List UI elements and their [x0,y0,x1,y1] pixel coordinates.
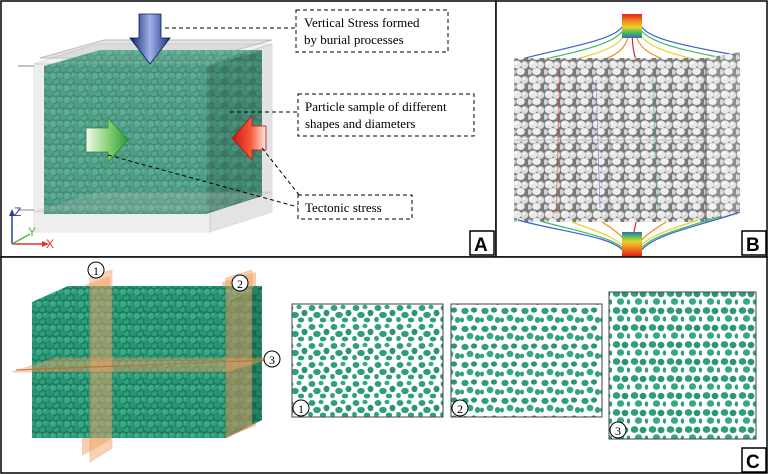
vertical-stress-arrow [129,13,171,65]
tectonic-stress-arrow-left [85,116,129,164]
axis-label-y: Y [28,225,36,239]
callout-box-tectonic-stress [297,194,413,220]
slice-1-label: 1 [298,402,304,416]
slice-2-label: 2 [457,402,463,416]
slice-3-marker [609,421,627,439]
plane-marker-2-label: 2 [237,277,243,291]
slice-3-label: 3 [615,424,621,438]
callout-particle-sample-line2: shapes and diameters [305,116,415,131]
callout-box-particle-sample [297,93,475,137]
plane-marker-1-label: 1 [93,264,99,278]
particle-sample-box-a [18,39,273,233]
cross-section-slice-3: 3 [608,291,757,440]
callout-particle-sample-line1: Particle sample of different [305,99,447,114]
panel-c-letter: C [746,452,760,473]
callout-box-vertical-stress [295,9,449,53]
cut-plane-1 [89,269,113,463]
slice-1-marker [292,399,310,417]
particle-sample-box-c [11,269,273,463]
cross-section-slice-1: 1 [291,303,444,418]
panel-a-letter: A [474,235,488,256]
callout-vertical-stress-line2: by burial processes [304,32,404,47]
plane-marker-2 [231,274,249,292]
callout-vertical-stress-line1: Vertical Stress formed [304,15,420,30]
cut-plane-2 [225,269,253,439]
panel-c-letter-box [741,447,767,473]
panel-b: B [495,0,768,258]
leader-line-tectonic-right [261,147,301,197]
cross-section-slice-2: 2 [450,303,603,418]
flow-lines-bottom [517,211,741,256]
plane-marker-3-label: 3 [269,353,275,367]
panel-c: 1 2 3 1 2 3 C [0,256,768,474]
slice-2-marker [451,399,469,417]
panel-a: Vertical Stress formed by burial process… [0,0,497,258]
leader-line-tectonic-left [107,154,299,208]
flow-lines-top [517,14,741,61]
axis-label-z: Z [14,205,21,219]
axis-label-x: X [46,237,54,251]
panel-a-letter-box [469,230,495,256]
callout-tectonic-stress: Tectonic stress [305,200,382,215]
plane-marker-3 [263,350,281,368]
axes-triad: Z Y X [9,205,54,251]
panel-b-letter: B [746,235,760,256]
panel-b-letter-box [741,230,767,256]
plane-marker-1 [87,261,105,279]
particle-sample-box-b [514,52,740,222]
